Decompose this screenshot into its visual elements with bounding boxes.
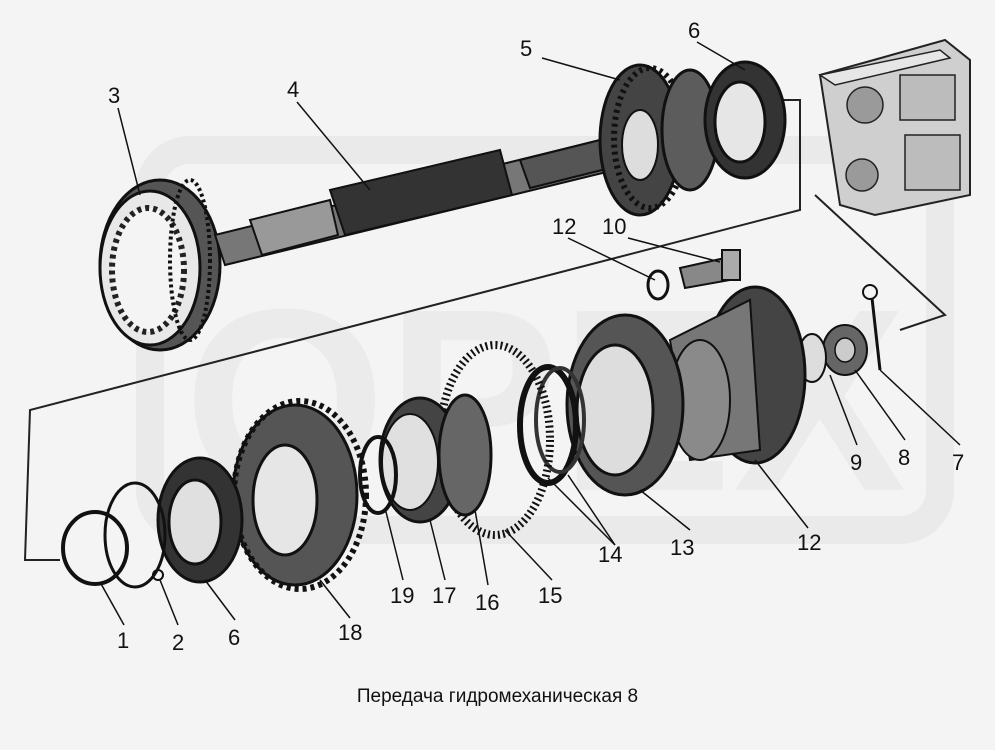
gear-18: [231, 398, 369, 592]
label-13: 13: [670, 535, 694, 560]
label-10: 10: [602, 214, 626, 239]
gasket-15: [436, 341, 554, 539]
flange-12: [668, 285, 807, 465]
label-18: 18: [338, 620, 362, 645]
ring-gear-3: [98, 178, 222, 352]
assembly-path-line-right: [814, 194, 947, 331]
label-9: 9: [850, 450, 862, 475]
label-16: 16: [475, 590, 499, 615]
bearing-6-bottom: [156, 456, 244, 584]
assembly-path-line: [23, 99, 801, 561]
rings-14: [517, 364, 586, 486]
ring-19: [358, 435, 398, 515]
label-8: 8: [898, 445, 910, 470]
washer-12-top: [646, 269, 670, 301]
bolt-10: [678, 249, 741, 290]
label-2: 2: [172, 630, 184, 655]
castle-nut-8: [822, 324, 868, 376]
label-1: 1: [117, 628, 129, 653]
label-15: 15: [538, 583, 562, 608]
label-3: 3: [108, 83, 120, 108]
part-labels: 3 4 5 6 12 10 9 8 7 12 13 14 15 16 17 19…: [108, 18, 964, 655]
label-12-bottom: 12: [797, 530, 821, 555]
cover-13: [565, 313, 685, 497]
label-17: 17: [432, 583, 456, 608]
label-7: 7: [952, 450, 964, 475]
diagram-caption: Передача гидромеханическая 8: [356, 686, 639, 707]
snap-ring-2: [103, 481, 167, 589]
label-6-bottom: 6: [228, 625, 240, 650]
bearing-6-top: [703, 60, 787, 180]
label-12-top: 12: [552, 214, 576, 239]
leader-lines: [99, 41, 961, 626]
gearbox-housing: [818, 38, 971, 217]
label-19: 19: [390, 583, 414, 608]
clutch-drum-17: [378, 393, 493, 524]
cotter-pin-7: [862, 284, 882, 371]
label-14: 14: [598, 542, 622, 567]
label-4: 4: [287, 77, 299, 102]
label-5: 5: [520, 36, 532, 61]
label-6-top: 6: [688, 18, 700, 43]
retaining-ring-1: [61, 510, 129, 586]
gear-5: [598, 63, 720, 217]
main-shaft-4: [213, 138, 617, 267]
